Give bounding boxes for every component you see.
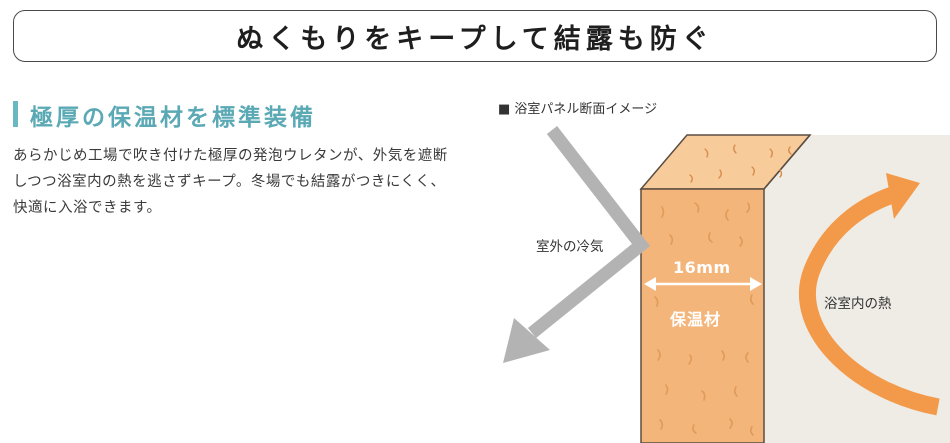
thickness-label: 16mm: [673, 258, 731, 277]
cold-air-arrow: [527, 126, 651, 339]
panel-cross-section-illustration: [503, 126, 950, 443]
section-body: あらかじめ工場で吹き付けた極厚の発泡ウレタンが、外気を遮断 しつつ浴室内の熱を逃…: [13, 143, 473, 221]
bath-panel-diagram: 室外の冷気 浴室内の熱 16mm 保温材: [490, 115, 950, 443]
cold-air-label: 室外の冷気: [536, 239, 604, 255]
heat-arrow-head: [886, 173, 920, 219]
diagram-caption: ■ 浴室パネル断面イメージ: [498, 102, 658, 117]
insulation-front-face: [640, 188, 765, 443]
foam-texture: [654, 202, 754, 436]
cold-arrow-head: [503, 318, 550, 363]
section-title: 極厚の保温材を標準装備: [30, 105, 316, 131]
body-line-2: しつつ浴室内の熱を逃さずキープ。冬場でも結露がつきにくく、: [13, 174, 446, 190]
bath-heat-label: 浴室内の熱: [824, 296, 892, 312]
headline-text: ぬくもりをキープして結露も防ぐ: [236, 23, 714, 55]
body-line-1: あらかじめ工場で吹き付けた極厚の発泡ウレタンが、外気を遮断: [13, 148, 448, 164]
heat-arrow: [798, 184, 940, 416]
bathroom-interior: [764, 135, 950, 443]
section-accent-bar: [13, 101, 18, 127]
headline-banner: ぬくもりをキープして結露も防ぐ: [13, 10, 937, 62]
body-line-3: 快適に入浴できます。: [13, 200, 162, 216]
insulation-label: 保温材: [670, 310, 722, 329]
